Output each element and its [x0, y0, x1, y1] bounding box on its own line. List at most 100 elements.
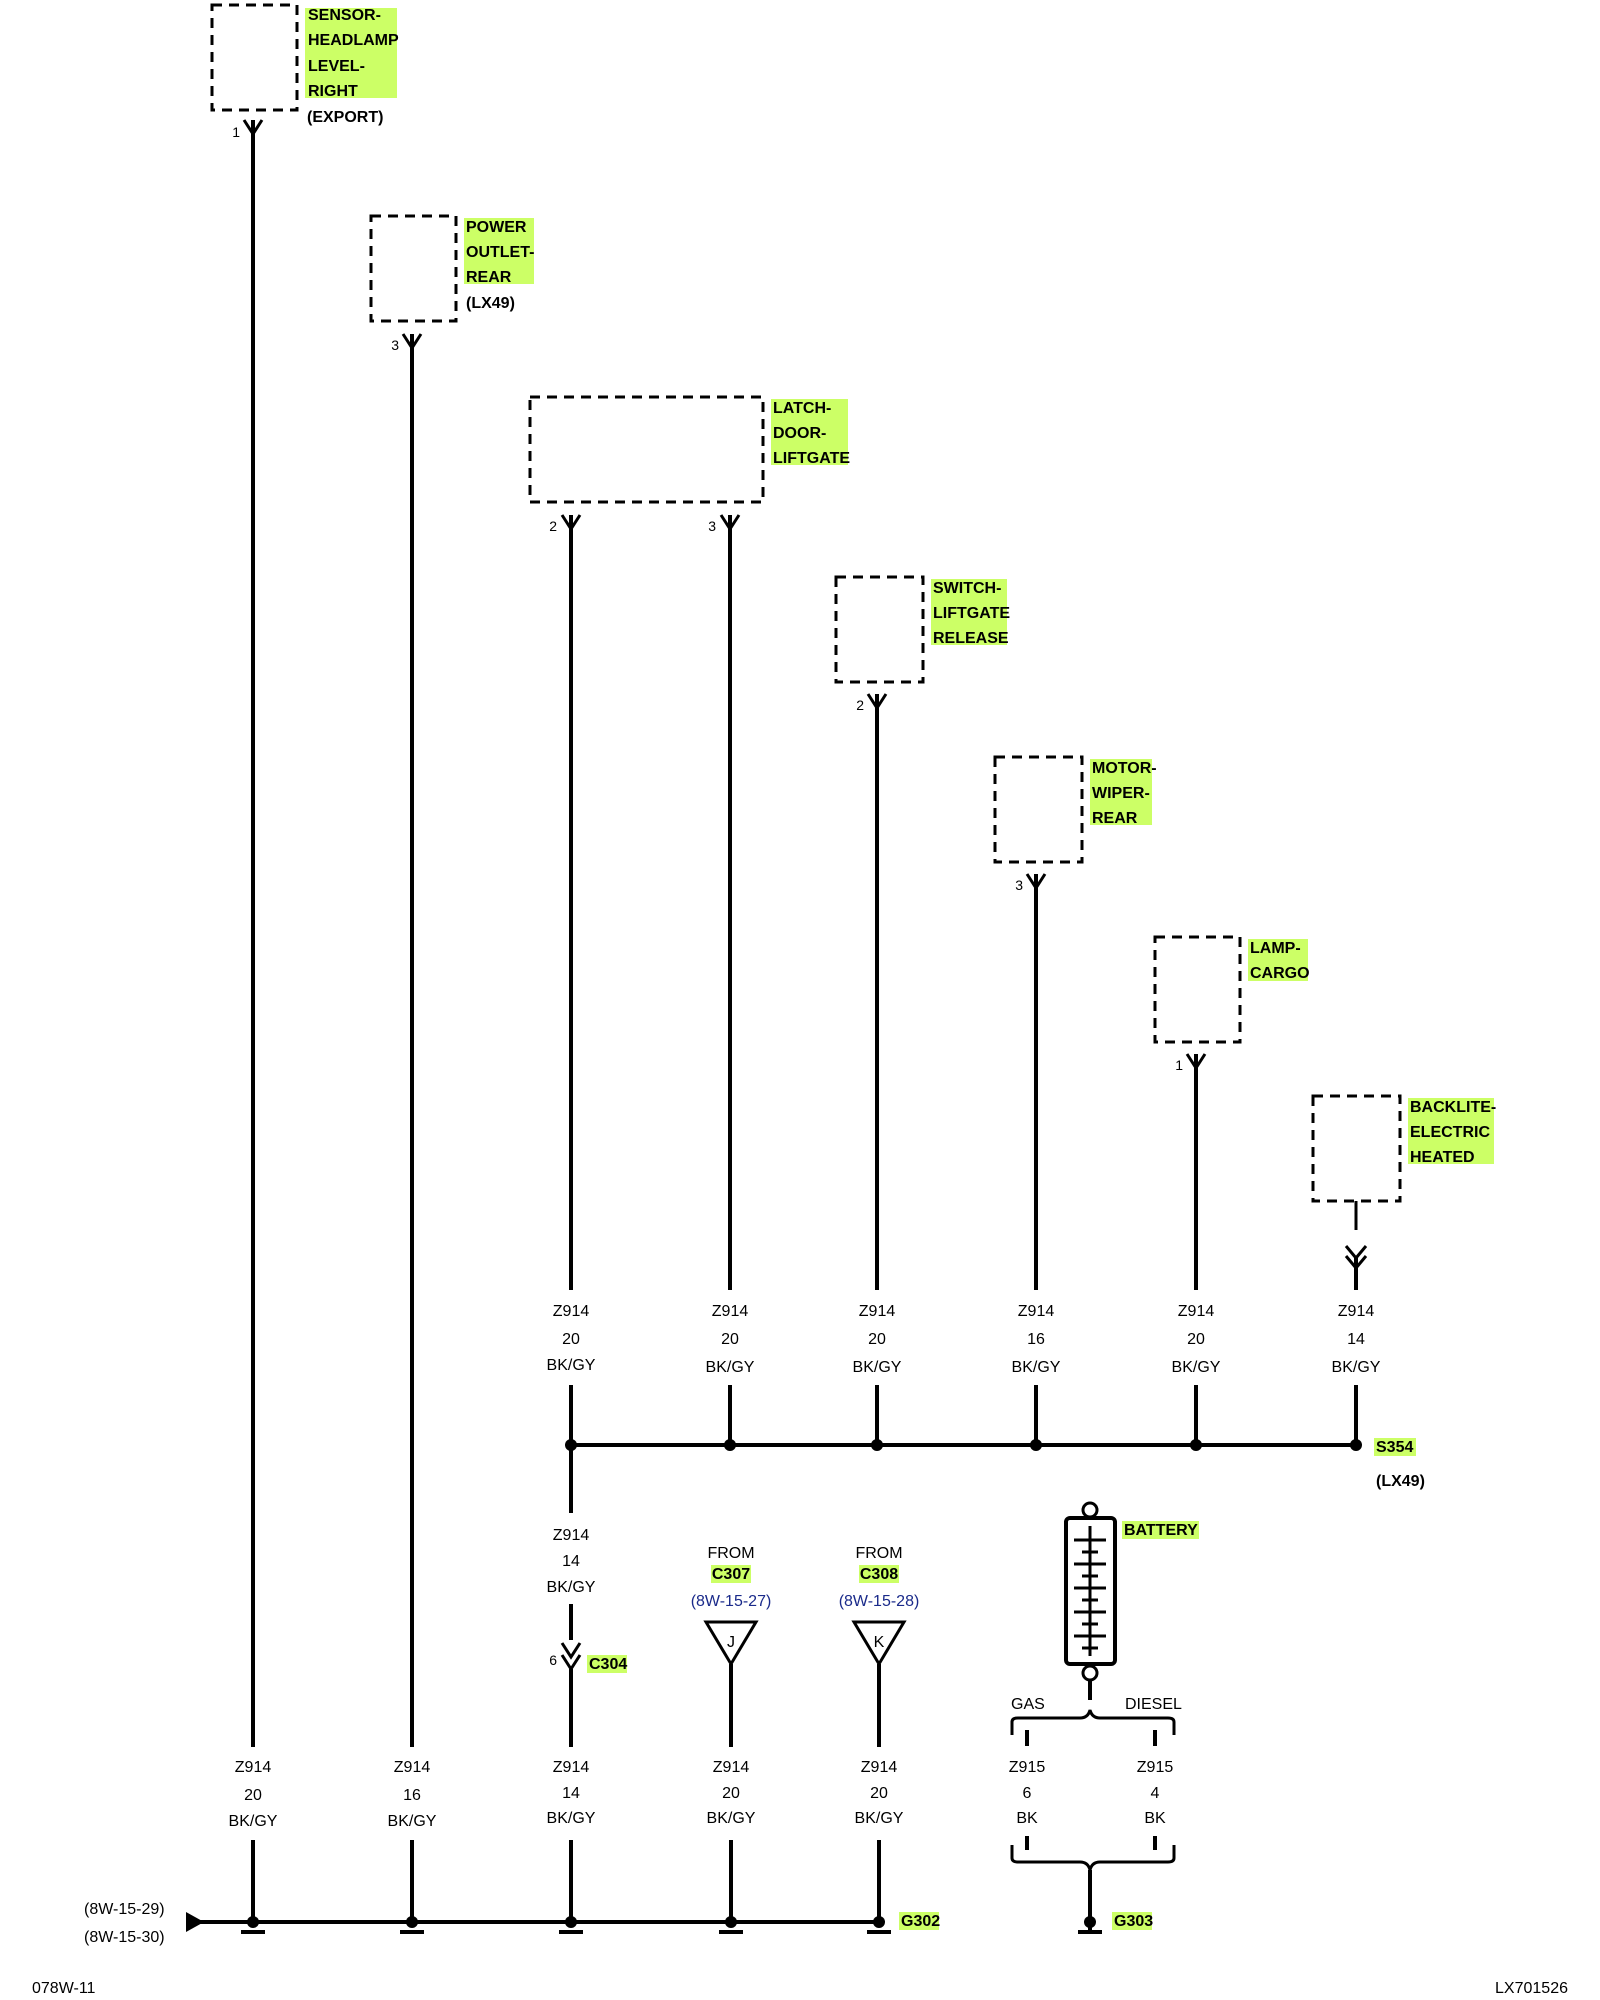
from-c307: FROM C307 (8W-15-27) J	[691, 1545, 772, 1747]
ground-stubs	[251, 1840, 881, 1918]
motor-wiper-label-2: WIPER-	[1092, 785, 1150, 802]
upper-wire-1-circuit: Z914	[553, 1303, 590, 1320]
battery-wire-2-circuit: Z915	[1137, 1759, 1174, 1776]
latch-door-pin-3: 3	[708, 518, 716, 534]
upper-wires	[251, 120, 1358, 1747]
mid-wire-color: BK/GY	[547, 1579, 596, 1596]
power-outlet-note: (LX49)	[466, 295, 515, 312]
g302-label: G302	[901, 1913, 940, 1930]
lower-wire-5-color: BK/GY	[855, 1810, 904, 1827]
sensor-headlamp-label-1: SENSOR-	[308, 7, 381, 24]
lower-wire-5-gauge: 20	[870, 1785, 888, 1802]
c307-pin-triangle-icon	[703, 1620, 759, 1667]
battery-wire-1-circuit: Z915	[1009, 1759, 1046, 1776]
upper-wire-1-color: BK/GY	[547, 1357, 596, 1374]
from-c307-ref[interactable]: (8W-15-27)	[691, 1593, 772, 1610]
lower-wire-4-color: BK/GY	[707, 1810, 756, 1827]
upper-wire-1-gauge: 20	[562, 1331, 580, 1348]
switch-liftgate-pin: 2	[856, 697, 864, 713]
from-c307-letter: J	[727, 1634, 735, 1651]
battery-wire-1-gauge: 6	[1023, 1785, 1032, 1802]
upper-wire-3-circuit: Z914	[859, 1303, 896, 1320]
upper-wire-3-gauge: 20	[868, 1331, 886, 1348]
motor-wiper-label-1: MOTOR-	[1092, 760, 1157, 777]
c304-pin: 6	[549, 1652, 557, 1668]
upper-wire-5-color: BK/GY	[1172, 1359, 1221, 1376]
backlite-label-1: BACKLITE-	[1410, 1099, 1496, 1116]
from-c308-connector: C308	[860, 1566, 898, 1583]
from-c308-from: FROM	[855, 1545, 902, 1562]
mid-wire-circuit: Z914	[553, 1527, 590, 1544]
ground-bus-g302: G302 (8W-15-29) (8W-15-30)	[84, 1901, 940, 1946]
motor-wiper-label-3: REAR	[1092, 810, 1138, 827]
lower-wire-4-gauge: 20	[722, 1785, 740, 1802]
lower-wire-labels: Z914 20 BK/GY Z914 16 BK/GY Z914 14 BK/G…	[222, 1752, 910, 1840]
upper-wire-label-6: Z914 14 BK/GY	[1332, 1303, 1381, 1376]
lower-wire-1-circuit: Z914	[235, 1759, 272, 1776]
lower-wire-2-gauge: 16	[403, 1787, 421, 1804]
splice-stubs	[569, 1385, 1358, 1445]
upper-wire-6-gauge: 14	[1347, 1331, 1365, 1348]
upper-wire-label-1: Z914 20 BK/GY	[547, 1303, 596, 1374]
c308-pin-triangle-icon	[851, 1620, 907, 1667]
lower-wire-2-color: BK/GY	[388, 1813, 437, 1830]
backlite-label-2: ELECTRIC	[1410, 1124, 1490, 1141]
battery-wire-2-gauge: 4	[1151, 1785, 1160, 1802]
upper-wire-5-gauge: 20	[1187, 1331, 1205, 1348]
component-power-outlet: POWER OUTLET- REAR (LX49) 3	[369, 214, 534, 353]
lower-wire-5-circuit: Z914	[861, 1759, 898, 1776]
upper-wire-2-circuit: Z914	[712, 1303, 749, 1320]
splice-name: S354	[1376, 1439, 1413, 1456]
power-outlet-pin: 3	[391, 337, 399, 353]
from-c307-from: FROM	[707, 1545, 754, 1562]
component-sensor-headlamp: SENSOR- HEADLAMP LEVEL- RIGHT (EXPORT) 1	[210, 3, 399, 140]
footer-right: LX701526	[1495, 1980, 1568, 1997]
from-c308-letter: K	[874, 1634, 885, 1651]
battery-wire-1-color: BK	[1016, 1810, 1038, 1827]
bus-ref-2[interactable]: (8W-15-30)	[84, 1929, 165, 1946]
from-c308-ref[interactable]: (8W-15-28)	[839, 1593, 920, 1610]
battery-gas-label: GAS	[1011, 1696, 1045, 1713]
connector-c304: 6 C304	[549, 1642, 627, 1747]
backlite-label-3: HEATED	[1410, 1149, 1475, 1166]
sensor-headlamp-note: (EXPORT)	[307, 109, 383, 126]
upper-wire-4-circuit: Z914	[1018, 1303, 1055, 1320]
lower-wire-3-circuit: Z914	[553, 1759, 590, 1776]
motor-wiper-pin: 3	[1015, 877, 1023, 893]
from-c308: FROM C308 (8W-15-28) K	[839, 1545, 920, 1747]
mid-wire: Z914 14 BK/GY	[547, 1445, 596, 1640]
latch-door-label-3: LIFTGATE	[773, 450, 850, 467]
upper-wire-label-3: Z914 20 BK/GY	[853, 1303, 902, 1376]
battery-label: BATTERY	[1124, 1522, 1198, 1539]
footer-left: 078W-11	[32, 1980, 96, 1997]
power-outlet-label-3: REAR	[466, 269, 512, 286]
upper-wire-2-gauge: 20	[721, 1331, 739, 1348]
lamp-cargo-label-2: CARGO	[1250, 965, 1310, 982]
upper-wire-label-4: Z914 16 BK/GY	[1012, 1303, 1061, 1376]
component-motor-wiper: MOTOR- WIPER- REAR 3	[993, 755, 1157, 893]
lower-wire-1-color: BK/GY	[229, 1813, 278, 1830]
component-lamp-cargo: LAMP- CARGO 1	[1153, 935, 1310, 1073]
upper-wire-3-color: BK/GY	[853, 1359, 902, 1376]
splice-s354: S354 (LX49)	[565, 1438, 1425, 1490]
c304-connector-icon	[560, 1642, 582, 1660]
component-backlite: BACKLITE- ELECTRIC HEATED	[1311, 1094, 1496, 1271]
lamp-cargo-label-1: LAMP-	[1250, 940, 1301, 957]
latch-door-pin-2: 2	[549, 518, 557, 534]
switch-liftgate-label-2: LIFTGATE	[933, 605, 1010, 622]
power-outlet-label-2: OUTLET-	[466, 244, 534, 261]
upper-wire-label-2: Z914 20 BK/GY	[706, 1303, 755, 1376]
sensor-headlamp-pin: 1	[232, 124, 240, 140]
upper-wire-label-5: Z914 20 BK/GY	[1172, 1303, 1221, 1376]
lower-wire-2-circuit: Z914	[394, 1759, 431, 1776]
switch-liftgate-label-3: RELEASE	[933, 630, 1009, 647]
lower-wire-3-color: BK/GY	[547, 1810, 596, 1827]
power-outlet-label-1: POWER	[466, 219, 527, 236]
upper-wire-6-circuit: Z914	[1338, 1303, 1375, 1320]
lower-wire-1-gauge: 20	[244, 1787, 262, 1804]
upper-wire-4-gauge: 16	[1027, 1331, 1045, 1348]
bus-ref-1[interactable]: (8W-15-29)	[84, 1901, 165, 1918]
upper-wire-5-circuit: Z914	[1178, 1303, 1215, 1320]
sensor-headlamp-label-2: HEADLAMP	[308, 32, 399, 49]
